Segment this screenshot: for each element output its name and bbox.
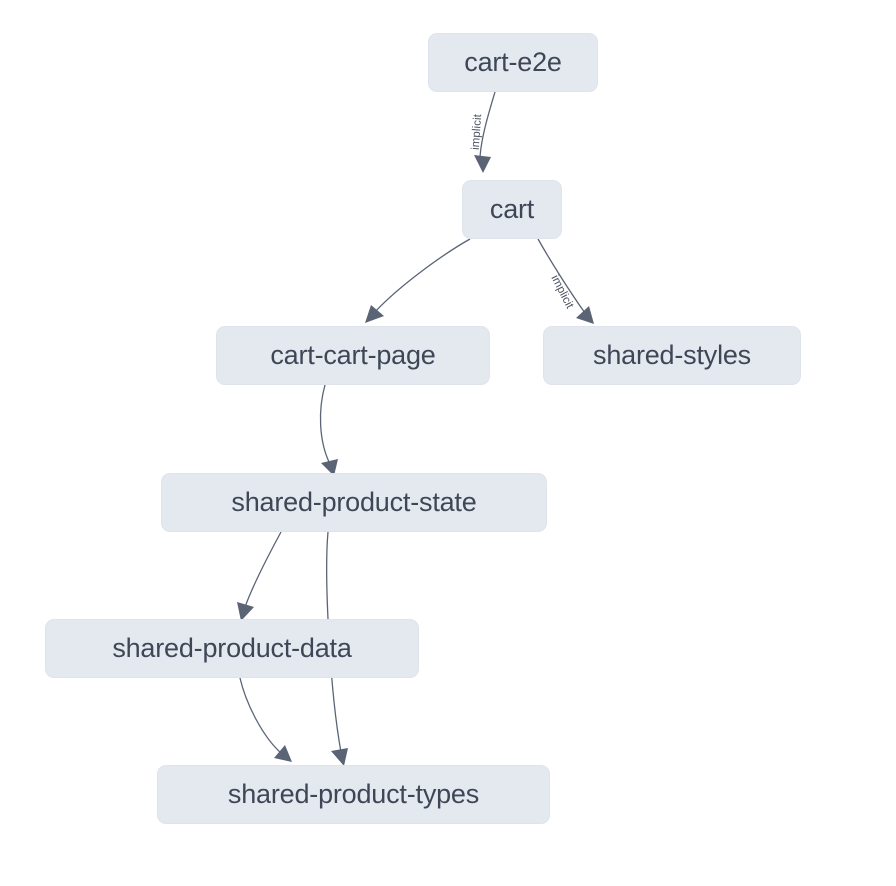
arrowhead-shared-product-data-to-shared-product-types: [274, 745, 292, 762]
node-shared-product-types[interactable]: shared-product-types: [157, 765, 550, 824]
node-shared-styles[interactable]: shared-styles: [543, 326, 801, 385]
edge-cart-to-shared-styles: [537, 238, 586, 314]
arrowhead-shared-product-state-to-shared-product-data: [237, 602, 254, 621]
node-label-shared-product-data: shared-product-data: [112, 633, 352, 663]
arrowhead-cart-to-shared-styles: [576, 306, 594, 324]
node-cart-cart-page[interactable]: cart-cart-page: [216, 326, 490, 385]
node-shared-product-data[interactable]: shared-product-data: [45, 619, 419, 678]
node-label-shared-product-types: shared-product-types: [227, 779, 480, 809]
edge-label-implicit-cart-e2e-cart: implicit: [469, 113, 485, 151]
edge-cart-to-cart-cart-page: [373, 238, 471, 314]
node-label-cart: cart: [489, 194, 535, 224]
arrowhead-cart-cart-page-to-shared-product-state: [321, 459, 338, 476]
edge-shared-product-data-to-shared-product-types: [239, 677, 282, 754]
edge-cart-cart-page-to-shared-product-state: [319, 384, 330, 463]
node-label-cart-e2e: cart-e2e: [464, 47, 562, 77]
node-shared-product-state[interactable]: shared-product-state: [161, 473, 547, 532]
node-cart-e2e[interactable]: cart-e2e: [428, 33, 598, 92]
edge-cart-e2e-to-cart: [479, 91, 496, 159]
edge-group: [237, 91, 594, 766]
edge-shared-product-state-to-shared-product-data: [244, 531, 282, 608]
node-label-cart-cart-page: cart-cart-page: [270, 340, 436, 370]
arrowhead-shared-product-state-to-shared-product-types: [331, 748, 348, 766]
node-label-shared-product-state: shared-product-state: [231, 487, 477, 517]
arrowhead-cart-e2e-to-cart: [474, 155, 491, 173]
node-cart[interactable]: cart: [462, 180, 562, 239]
node-label-shared-styles: shared-styles: [593, 340, 751, 370]
arrowhead-cart-to-cart-cart-page: [365, 305, 384, 323]
